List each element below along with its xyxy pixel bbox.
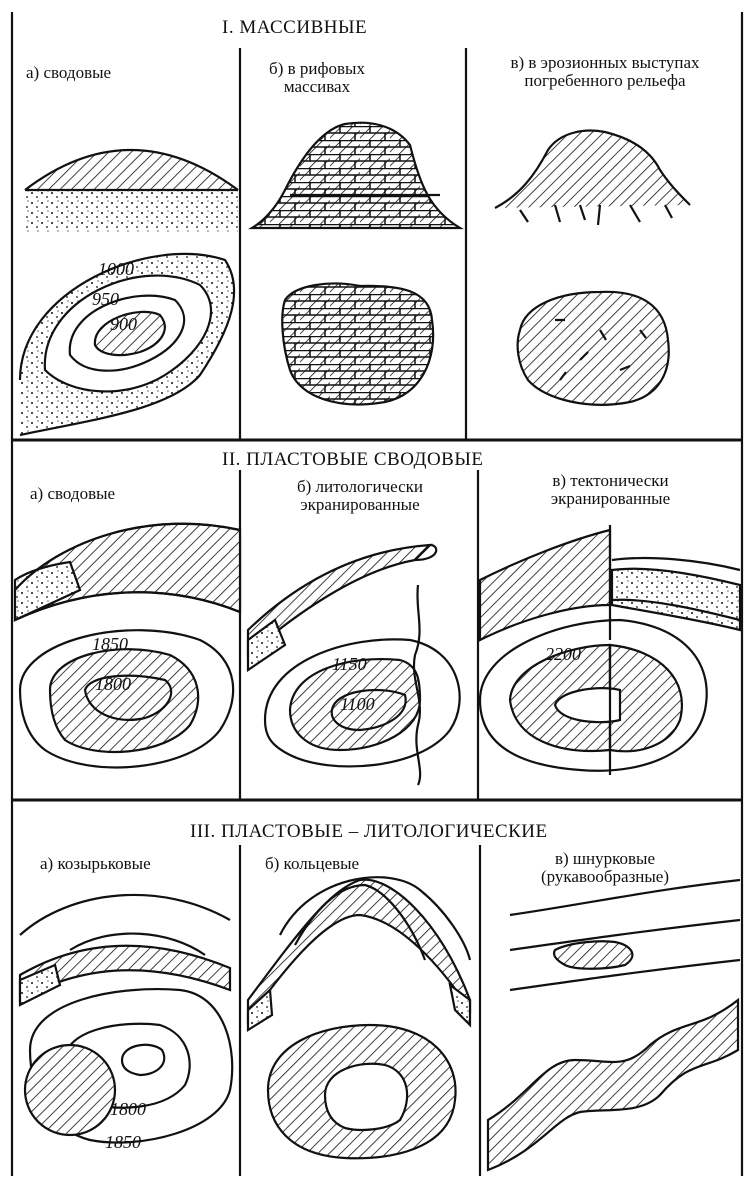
panel-2b-drawing: 1150 1100 bbox=[248, 545, 460, 785]
panel-2c-drawing: 2200 bbox=[480, 525, 740, 775]
contour-label: 1850 bbox=[92, 634, 128, 654]
panel-3c-drawing bbox=[488, 880, 740, 1170]
contour-label: 1100 bbox=[340, 694, 375, 714]
contour-label: 950 bbox=[92, 289, 119, 309]
panel-3a-drawing: 1800 1850 bbox=[20, 895, 232, 1152]
contour-label: 1800 bbox=[95, 674, 131, 694]
contour-label: 1000 bbox=[98, 259, 134, 279]
panel-1b-drawing bbox=[252, 123, 460, 405]
panel-2a-drawing: 1850 1800 bbox=[15, 524, 240, 768]
contour-label: 1150 bbox=[332, 654, 367, 674]
contour-label: 1800 bbox=[110, 1099, 146, 1119]
panel-1a-drawing: 1000 950 900 bbox=[20, 150, 238, 435]
contour-label: 900 bbox=[110, 314, 137, 334]
contour-label: 1850 bbox=[105, 1132, 141, 1152]
panel-3b-drawing bbox=[248, 877, 470, 1158]
panel-1c-drawing bbox=[495, 131, 690, 405]
contour-label: 2200 bbox=[545, 644, 581, 664]
